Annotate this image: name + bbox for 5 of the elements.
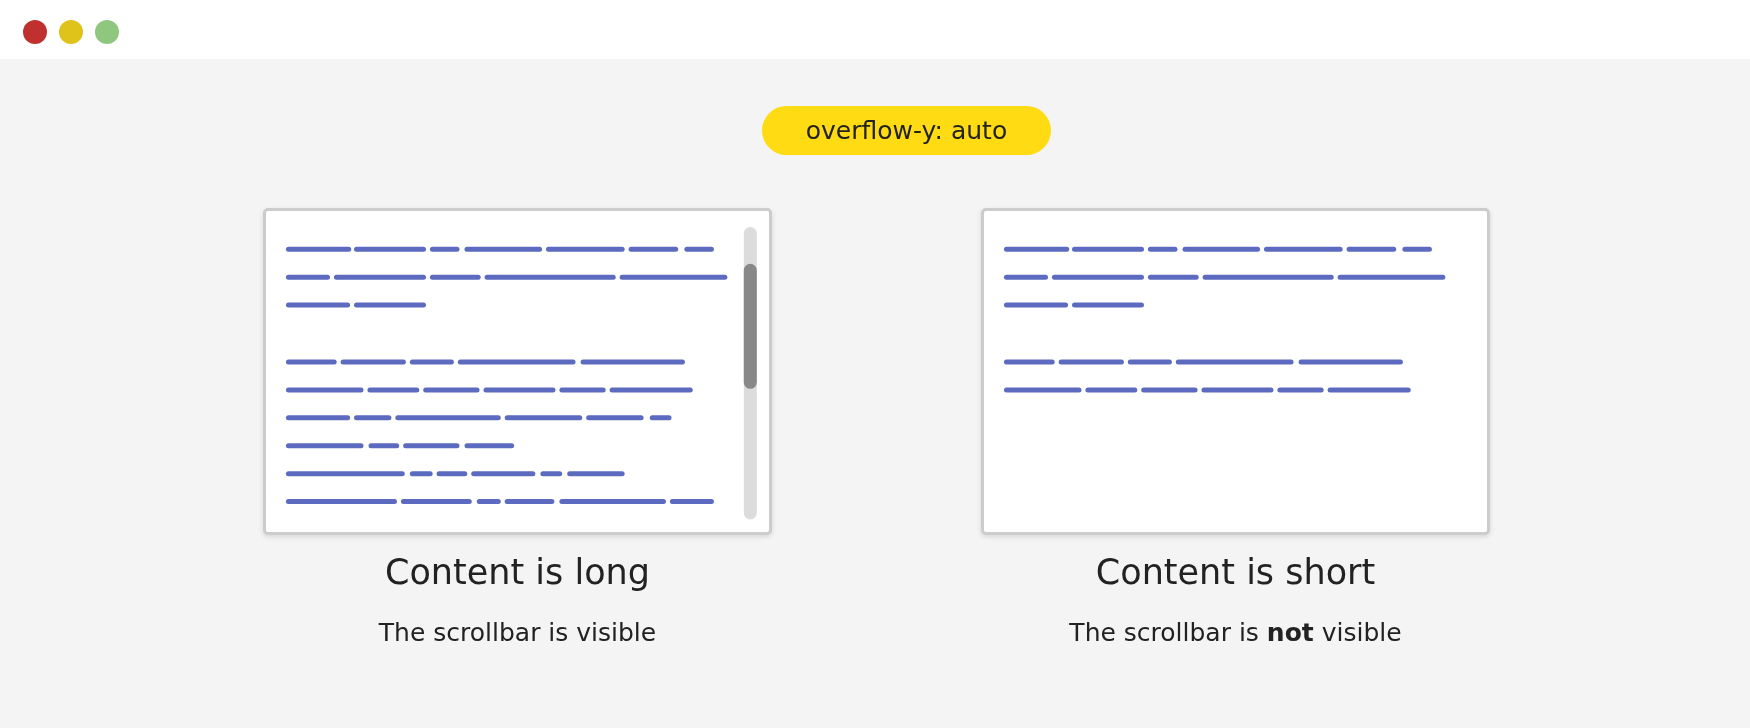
panel-heading: Content is short [1094,552,1377,592]
code-badge: overflow-y: auto [762,106,1051,155]
panel-heading: Content is long [384,552,651,592]
panel-description: The scrollbar is not visible [1068,618,1403,647]
panel-description: The scrollbar is visible [377,618,658,647]
